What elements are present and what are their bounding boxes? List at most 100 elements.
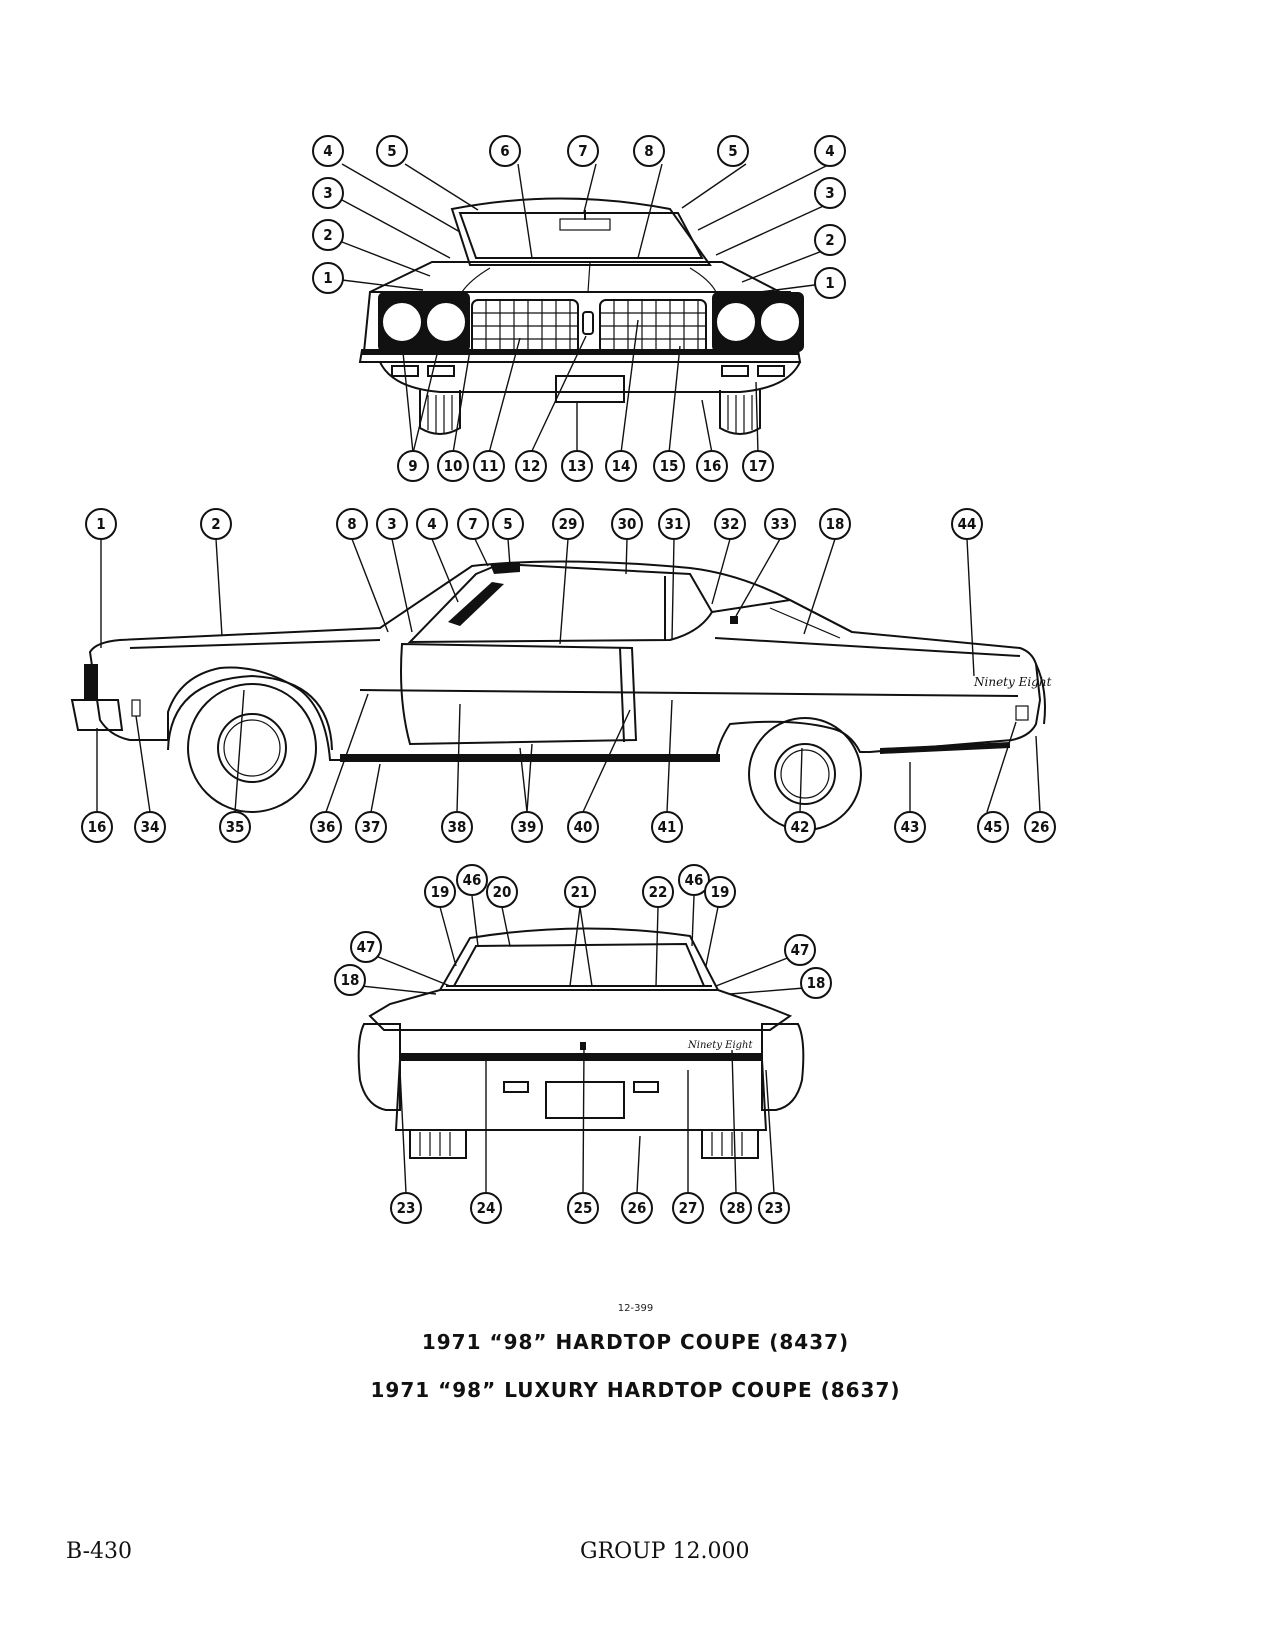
callout: 19: [424, 876, 456, 908]
callout: 32: [714, 508, 746, 540]
svg-text:1: 1: [825, 274, 834, 292]
svg-text:47: 47: [357, 938, 376, 956]
callout: 3: [814, 177, 846, 209]
svg-text:3: 3: [387, 515, 396, 533]
svg-text:4: 4: [427, 515, 436, 533]
figure-number: 12-399: [617, 1303, 654, 1314]
svg-text:44: 44: [958, 515, 977, 533]
callout: 35: [219, 811, 251, 843]
script-badge: Ninety Eight: [687, 1040, 753, 1051]
callout: 10: [437, 450, 469, 482]
svg-text:34: 34: [141, 818, 160, 836]
svg-text:23: 23: [765, 1199, 784, 1217]
callout: 42: [784, 811, 816, 843]
svg-text:26: 26: [1031, 818, 1050, 836]
callout: 9: [397, 450, 429, 482]
callout: 8: [633, 135, 665, 167]
callout: 13: [561, 450, 593, 482]
callout: 23: [390, 1192, 422, 1224]
callout: 23: [758, 1192, 790, 1224]
callout: 18: [800, 967, 832, 999]
side-view: Ninety Eight: [70, 508, 1056, 843]
svg-text:13: 13: [568, 457, 587, 475]
callout: 5: [376, 135, 408, 167]
callout: 16: [81, 811, 113, 843]
svg-text:10: 10: [444, 457, 463, 475]
svg-text:7: 7: [468, 515, 477, 533]
page-number: B-430: [66, 1539, 132, 1564]
svg-text:20: 20: [493, 883, 512, 901]
svg-text:46: 46: [685, 871, 704, 889]
callout: 2: [814, 224, 846, 256]
callout: 20: [486, 876, 518, 908]
callout: 43: [894, 811, 926, 843]
callout: 45: [977, 811, 1009, 843]
callout: 18: [334, 964, 366, 996]
svg-text:27: 27: [679, 1199, 698, 1217]
callout: 18: [819, 508, 851, 540]
svg-text:39: 39: [518, 818, 537, 836]
callout: 44: [951, 508, 983, 540]
callout: 30: [611, 508, 643, 540]
callout: 27: [672, 1192, 704, 1224]
callout: 3: [312, 177, 344, 209]
svg-text:3: 3: [323, 184, 332, 202]
svg-text:40: 40: [574, 818, 593, 836]
callout: 12: [515, 450, 547, 482]
callout: 39: [511, 811, 543, 843]
svg-text:30: 30: [618, 515, 637, 533]
svg-text:43: 43: [901, 818, 920, 836]
callout: 1: [814, 267, 846, 299]
svg-text:1: 1: [323, 269, 332, 287]
callout: 46: [456, 864, 488, 896]
callout: 7: [567, 135, 599, 167]
callout: 29: [552, 508, 584, 540]
callout: 26: [621, 1192, 653, 1224]
svg-text:3: 3: [825, 184, 834, 202]
callout: 47: [350, 931, 382, 963]
callout: 2: [312, 219, 344, 251]
svg-text:47: 47: [791, 941, 810, 959]
callout: 25: [567, 1192, 599, 1224]
svg-text:5: 5: [503, 515, 512, 533]
callout: 1: [85, 508, 117, 540]
svg-text:45: 45: [984, 818, 1003, 836]
callout: 34: [134, 811, 166, 843]
svg-text:33: 33: [771, 515, 790, 533]
script-badge: Ninety Eight: [973, 675, 1052, 689]
svg-text:25: 25: [574, 1199, 593, 1217]
svg-text:8: 8: [347, 515, 356, 533]
svg-text:9: 9: [408, 457, 417, 475]
svg-text:2: 2: [211, 515, 220, 533]
svg-text:8: 8: [644, 142, 653, 160]
svg-text:36: 36: [317, 818, 336, 836]
callout: 38: [441, 811, 473, 843]
callout: 31: [658, 508, 690, 540]
callout: 21: [564, 876, 596, 908]
svg-text:37: 37: [362, 818, 381, 836]
rear-view: Ninety Eight 19 46 20 21: [334, 864, 832, 1224]
svg-text:26: 26: [628, 1199, 647, 1217]
svg-text:23: 23: [397, 1199, 416, 1217]
svg-text:35: 35: [226, 818, 245, 836]
svg-text:19: 19: [431, 883, 450, 901]
callout: 11: [473, 450, 505, 482]
callout: 1: [312, 262, 344, 294]
svg-text:15: 15: [660, 457, 679, 475]
svg-text:22: 22: [649, 883, 668, 901]
svg-text:12: 12: [522, 457, 541, 475]
callout: 47: [784, 934, 816, 966]
callout: 41: [651, 811, 683, 843]
svg-text:7: 7: [578, 142, 587, 160]
svg-text:32: 32: [721, 515, 740, 533]
callout: 4: [814, 135, 846, 167]
svg-text:6: 6: [500, 142, 509, 160]
callout: 24: [470, 1192, 502, 1224]
callout: 14: [605, 450, 637, 482]
callout: 4: [416, 508, 448, 540]
svg-text:5: 5: [387, 142, 396, 160]
svg-text:46: 46: [463, 871, 482, 889]
group-label: GROUP 12.000: [580, 1539, 750, 1564]
callout: 17: [742, 450, 774, 482]
